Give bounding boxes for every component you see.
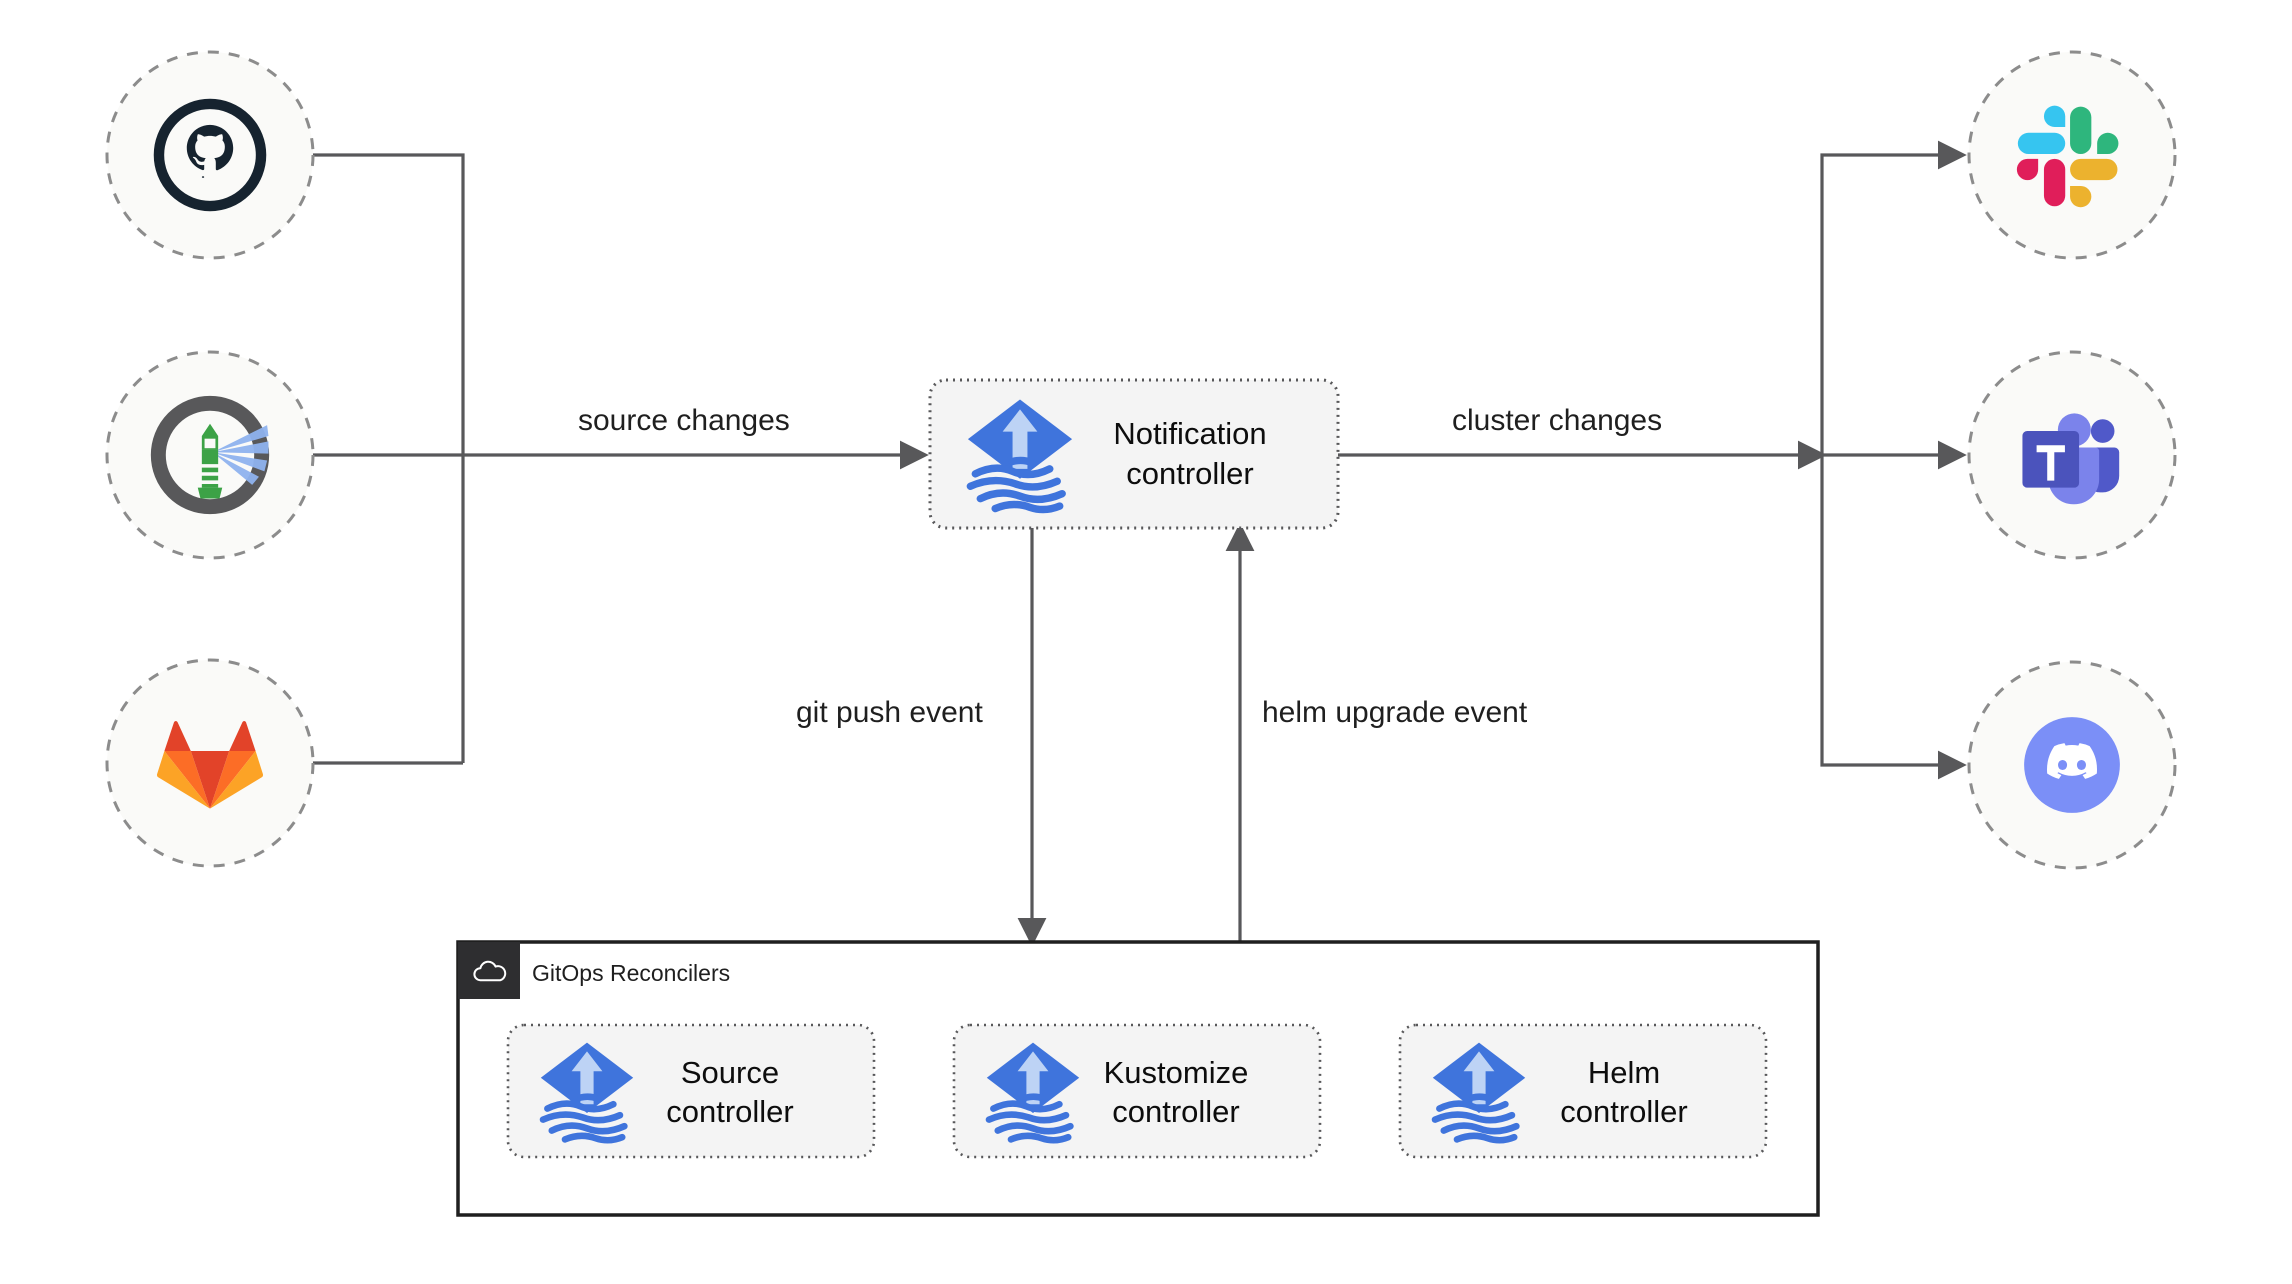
- destination-circle-slack: [1967, 50, 2177, 260]
- source-bus-lines: [310, 153, 465, 765]
- node-kustomize-controller[interactable]: Kustomize controller: [952, 1023, 1322, 1159]
- edge-label-helm-upgrade-event: helm upgrade event: [1262, 696, 1528, 729]
- notification-controller-label-line2: controller: [1126, 456, 1254, 491]
- edge-label-git-push-event: git push event: [796, 696, 983, 729]
- destination-node-discord[interactable]: [1967, 660, 2177, 870]
- destination-node-teams[interactable]: [1967, 350, 2177, 560]
- source-circle-github: [105, 50, 315, 260]
- source-controller-label-line2: controller: [666, 1094, 794, 1129]
- source-node-github[interactable]: [105, 50, 315, 260]
- helm-controller-label-line2: controller: [1560, 1094, 1688, 1129]
- source-controller-label-line1: Source: [681, 1055, 779, 1090]
- destination-node-slack[interactable]: [1967, 50, 2177, 260]
- discord-icon: [2024, 717, 2120, 813]
- gitops-reconcilers-badge: [458, 942, 520, 999]
- kustomize-controller-label-line1: Kustomize: [1104, 1055, 1249, 1090]
- edge-label-source-changes: source changes: [578, 404, 790, 437]
- node-notification-controller[interactable]: Notification controller: [928, 378, 1340, 530]
- source-node-gitlab[interactable]: [105, 658, 315, 868]
- gitops-reconcilers-label: GitOps Reconcilers: [532, 960, 730, 986]
- source-node-flux[interactable]: [105, 350, 315, 560]
- node-helm-controller[interactable]: Helm controller: [1398, 1023, 1768, 1159]
- node-source-controller[interactable]: Source controller: [506, 1023, 876, 1159]
- kustomize-controller-label-line2: controller: [1112, 1094, 1240, 1129]
- destination-bus-lines: [1820, 140, 1967, 780]
- edge-label-cluster-changes: cluster changes: [1452, 404, 1662, 437]
- notification-controller-label-line1: Notification: [1113, 416, 1266, 451]
- helm-controller-label-line1: Helm: [1588, 1055, 1660, 1090]
